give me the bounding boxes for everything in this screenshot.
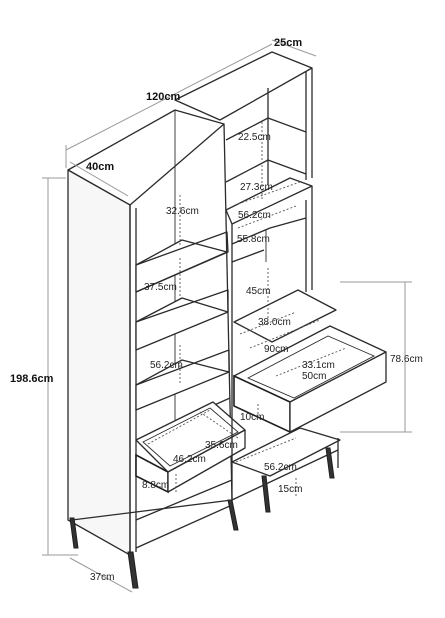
right-leg-1 — [325, 447, 335, 479]
left-leg-3 — [227, 499, 239, 531]
label-left-shelf-1: 32.6cm — [166, 206, 199, 217]
right-drawer-side — [289, 351, 387, 433]
label-right-inner-width-2: 55.8cm — [237, 234, 270, 245]
right-base-shelf — [231, 427, 341, 477]
label-right-base-width: 56.2cm — [264, 462, 297, 473]
right-top-panel — [174, 51, 313, 121]
dimension-lines — [42, 39, 412, 593]
left-side-panel — [67, 169, 131, 556]
label-left-shelf-3: 56.2cm — [150, 360, 183, 371]
right-leg-2 — [261, 475, 271, 513]
label-right-inner-width: 56.2cm — [238, 210, 271, 221]
label-base-depth: 37cm — [90, 572, 114, 583]
label-left-depth: 40cm — [86, 161, 114, 173]
label-right-drawer-depth: 38.0cm — [258, 317, 291, 328]
label-right-shelf-1: 22.5cm — [238, 132, 271, 143]
label-depth-top: 25cm — [274, 37, 302, 49]
label-right-drawer-inner-2: 50cm — [302, 371, 326, 382]
right-bookcase — [174, 51, 387, 513]
label-right-leg-height: 15cm — [278, 484, 302, 495]
label-right-drawer-inner: 33.1cm — [302, 360, 335, 371]
label-total-height: 198.6cm — [10, 373, 54, 385]
label-right-drawer-front: 10cm — [240, 412, 264, 423]
label-left-drawer-depth: 35.6cm — [205, 440, 238, 451]
dimension-labels: 120cm 25cm 40cm 198.6cm 32.6cm 37.5cm 56… — [10, 37, 423, 583]
left-leg-1 — [69, 517, 79, 549]
label-left-shelf-2: 37.5cm — [144, 282, 177, 293]
left-leg-2 — [127, 551, 139, 589]
label-left-drawer-width: 46.2cm — [173, 454, 206, 465]
label-right-section-height: 78.6cm — [390, 354, 423, 365]
label-right-cabinet-height: 45cm — [246, 286, 270, 297]
label-right-drawer-width: 90cm — [264, 344, 288, 355]
label-total-width: 120cm — [146, 91, 180, 103]
label-left-drawer-height: 8.8cm — [142, 480, 169, 491]
label-right-shelf-2: 27.3cm — [240, 182, 273, 193]
left-bookcase — [67, 109, 246, 589]
left-drawer-side — [167, 429, 246, 493]
